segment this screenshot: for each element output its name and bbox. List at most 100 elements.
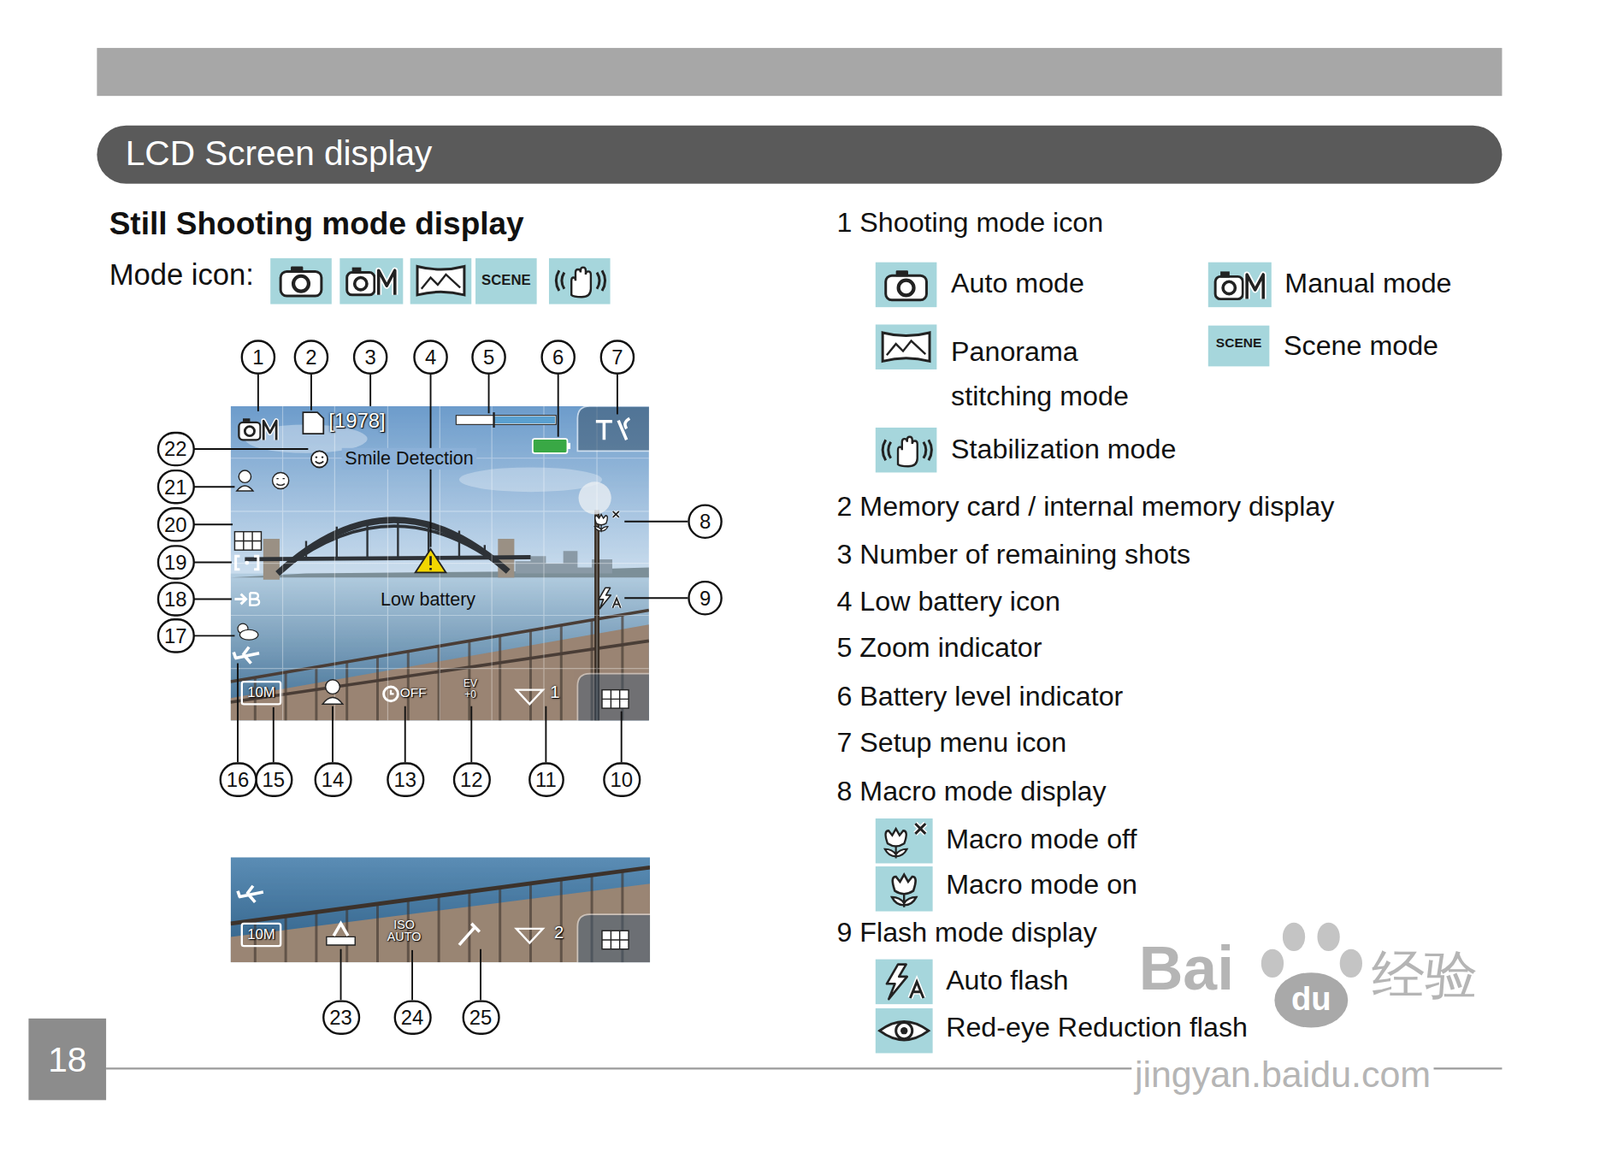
screen-icons xyxy=(234,531,261,550)
callout-number: 19 xyxy=(156,544,195,580)
leader-line xyxy=(193,597,232,600)
page-number: 18 xyxy=(47,1041,87,1077)
mode-icons xyxy=(417,265,465,295)
screen-icons xyxy=(233,412,630,709)
strip-icons xyxy=(602,930,629,949)
callout-number: 22 xyxy=(156,431,195,467)
screen-icons xyxy=(242,681,281,704)
item-text: Stabilization mode xyxy=(950,433,1176,466)
item-text: Auto flash xyxy=(945,965,1069,998)
screen-icons xyxy=(602,690,629,709)
callout-text: 19 xyxy=(164,552,188,573)
callout-number: 17 xyxy=(156,618,195,654)
screen-photo xyxy=(230,406,650,721)
callout-text: 21 xyxy=(164,476,188,497)
item-heading: 2 Memory card / internal memory display xyxy=(836,490,1335,523)
callout-number: 11 xyxy=(528,761,565,798)
list-icons xyxy=(875,818,933,864)
callout-text: 4 xyxy=(425,347,437,368)
leader-line xyxy=(404,706,407,763)
section-heading: Still Shooting mode display xyxy=(109,206,525,243)
callout-text: 7 xyxy=(611,347,623,368)
item-heading: 5 Zoom indicator xyxy=(836,632,1042,665)
callout-number: 25 xyxy=(461,999,500,1035)
list-icons xyxy=(875,427,938,473)
callout-number: 12 xyxy=(452,761,491,798)
leader-line xyxy=(272,707,275,762)
leader-line xyxy=(620,711,623,763)
watermark: Bai xyxy=(1139,933,1234,1004)
screen-icons xyxy=(276,478,285,486)
leader-line xyxy=(331,706,334,763)
callout-number: 14 xyxy=(313,761,352,798)
page-number-box: 18 xyxy=(28,1018,107,1100)
callout-number: 4 xyxy=(413,339,449,375)
callout-number: 16 xyxy=(218,761,257,798)
screen-text: ISO AUTO xyxy=(381,918,427,944)
screen-text: [1978] xyxy=(328,408,385,432)
leader-line xyxy=(340,949,343,1001)
watermark-paw xyxy=(1274,972,1348,1028)
list-icons xyxy=(875,1008,933,1054)
screen-text: 10M xyxy=(243,925,279,942)
mode-icons xyxy=(410,258,473,305)
callout-number: 8 xyxy=(687,503,723,539)
leader-line xyxy=(470,706,473,763)
list-icons xyxy=(1208,325,1270,367)
leader-line xyxy=(310,374,313,411)
screen-icons xyxy=(315,460,325,463)
callout-text: 9 xyxy=(699,587,711,609)
item-text: Manual mode xyxy=(1284,268,1452,301)
leader-line xyxy=(193,448,309,450)
callout-number: 1 xyxy=(241,339,277,375)
screen-icons xyxy=(383,686,399,702)
strip-icons xyxy=(333,923,349,936)
screen-icons xyxy=(315,455,318,458)
callout-number: 23 xyxy=(321,999,360,1035)
callout-number: 10 xyxy=(602,761,641,798)
screen-photo xyxy=(306,518,485,560)
screen-icons xyxy=(321,455,324,458)
callout-text: 12 xyxy=(460,769,484,791)
callout-text: 25 xyxy=(469,1007,493,1028)
list-icons xyxy=(891,874,917,908)
list-icons xyxy=(882,332,930,361)
list-icons xyxy=(875,324,938,370)
title-band xyxy=(96,125,1502,184)
leader-line xyxy=(616,374,619,415)
leader-line xyxy=(193,561,232,564)
screen-icons xyxy=(238,418,277,440)
mode-icons xyxy=(549,258,611,305)
callout-text: 17 xyxy=(164,625,188,646)
screen-strip xyxy=(254,871,623,963)
screen-icons xyxy=(532,438,568,454)
screen-icons xyxy=(239,629,258,640)
callout-text: 24 xyxy=(401,1007,425,1028)
screen-icons xyxy=(272,472,290,489)
leader-line xyxy=(624,520,688,523)
watermark-paw xyxy=(1261,949,1284,978)
leader-line xyxy=(193,485,236,488)
strip-icons xyxy=(326,936,355,945)
screen-icons xyxy=(311,450,328,467)
leader-line xyxy=(411,950,414,1000)
screen-text: 1 xyxy=(549,682,560,703)
leader-line xyxy=(479,949,482,1001)
leader-line xyxy=(488,374,491,414)
item-heading: 6 Battery level indicator xyxy=(836,680,1123,713)
strip-icons xyxy=(242,923,281,946)
callout-text: 15 xyxy=(262,769,286,791)
callout-text: 8 xyxy=(699,511,711,532)
strip-icons xyxy=(237,885,264,903)
callout-text: 11 xyxy=(535,769,557,791)
screen-icons xyxy=(566,442,571,449)
screen-text: EV +0 xyxy=(458,677,484,700)
screen-photo xyxy=(578,481,612,514)
callout-text: 20 xyxy=(164,513,188,535)
list-icons xyxy=(885,823,926,859)
callout-number: 20 xyxy=(156,507,195,543)
callout-text: 5 xyxy=(483,347,495,368)
item-heading: 4 Low battery icon xyxy=(836,585,1060,618)
callout-text: 6 xyxy=(552,347,564,368)
item-text: Red-eye Reduction flash xyxy=(945,1012,1248,1045)
